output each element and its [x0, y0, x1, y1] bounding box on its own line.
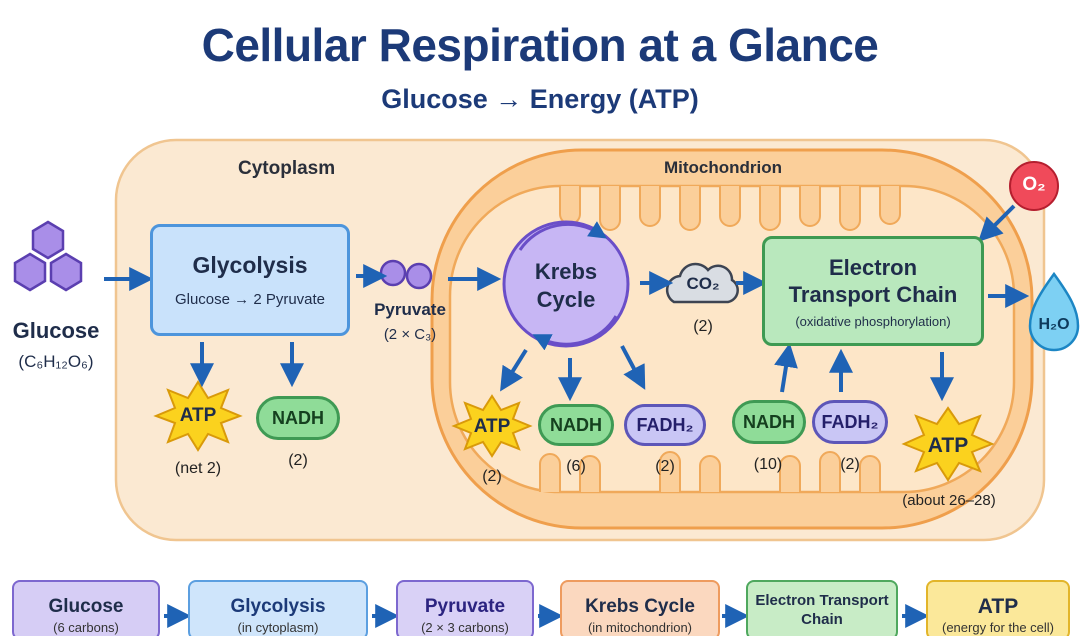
krebs-cycle-title: Krebs Cycle — [520, 258, 612, 314]
glucose-formula: (C₆H₁₂O₆) — [18, 352, 94, 371]
etc-title: Electron Transport Chain — [789, 254, 958, 308]
legend-krebs-sub: (in mitochondrion) — [587, 620, 693, 635]
etc-box: Electron Transport Chain (oxidative phos… — [762, 236, 984, 346]
legend-glucose-title: Glucose — [48, 596, 124, 617]
krebs-atp-count: (2) — [482, 468, 502, 485]
flow-arrows — [104, 204, 1030, 402]
legend-glycolysis-title: Glycolysis — [230, 596, 326, 617]
cristae-bottom — [539, 451, 881, 492]
atp-star-glycolysis-icon — [153, 380, 243, 452]
legend-krebs-cycle: Krebs Cycle (in mitochondrion) — [560, 580, 720, 636]
mitochondrion-label: Mitochondrion — [664, 158, 783, 177]
o2-label: O₂ — [1022, 174, 1046, 195]
etc-atp-label: ATP — [927, 434, 969, 457]
etc-title-line2: Transport Chain — [788, 281, 958, 307]
legend-atp-sub: (energy for the cell) — [942, 620, 1054, 635]
pyruvate-formula: (2 × C₃) — [383, 326, 437, 343]
etc-fadh-count: (2) — [840, 456, 860, 473]
etc-fadh-pill: FADH₂ — [812, 400, 888, 444]
etc-nadh-pill: NADH — [732, 400, 806, 444]
glycolysis-nadh-pill: NADH — [256, 396, 340, 440]
glycolysis-nadh-count: (2) — [288, 452, 308, 469]
etc-note: (oxidative phosphorylation) — [795, 313, 951, 329]
h2o-drop-icon — [1028, 271, 1080, 352]
krebs-nadh-pill: NADH — [538, 404, 614, 446]
page-subtitle: Glucose → Energy (ATP) — [381, 84, 699, 114]
glucose-hexagons-icon — [13, 220, 83, 292]
legend-pyruvate: Pyruvate (2 × 3 carbons) — [396, 580, 534, 636]
h2o-label: H₂O — [1038, 316, 1070, 333]
etc-nadh-count: (10) — [753, 456, 783, 473]
page-title: Cellular Respiration at a Glance — [201, 19, 879, 71]
legend-etc: Electron Transport Chain — [746, 580, 898, 636]
krebs-title-line1: Krebs — [534, 259, 598, 284]
glycolysis-atp-count: (net 2) — [174, 460, 222, 477]
pyruvate-label: Pyruvate — [374, 300, 446, 319]
glycolysis-box: Glycolysis Glucose → 2 Pyruvate — [150, 224, 350, 336]
glucose-label: Glucose — [12, 318, 100, 343]
legend-glycolysis: Glycolysis (in cytoplasm) — [188, 580, 368, 636]
legend-krebs-title: Krebs Cycle — [585, 596, 695, 617]
cristae-top — [559, 186, 901, 231]
glycolysis-title: Glycolysis — [192, 252, 308, 278]
legend-glycolysis-sub: (in cytoplasm) — [237, 620, 319, 635]
glycolysis-reaction: Glucose → 2 Pyruvate — [174, 291, 326, 308]
legend-atp-title: ATP — [977, 595, 1019, 618]
krebs-fadh-pill: FADH₂ — [624, 404, 706, 446]
co2-count: (2) — [693, 318, 713, 335]
legend-etc-title: Electron Transport Chain — [755, 592, 889, 628]
atp-star-krebs-icon — [451, 394, 533, 458]
legend-glucose-sub: (6 carbons) — [53, 620, 119, 635]
krebs-atp-label: ATP — [473, 416, 511, 437]
krebs-fadh-count: (2) — [655, 458, 675, 475]
etc-atp-count: (about 26–28) — [902, 492, 996, 509]
cytoplasm-label: Cytoplasm — [238, 158, 336, 179]
legend-glucose: Glucose (6 carbons) — [12, 580, 160, 636]
etc-title-line1: Electron — [828, 254, 918, 280]
o2-circle-icon — [1009, 161, 1059, 211]
krebs-cycle-icon — [502, 220, 630, 351]
legend-pyruvate-title: Pyruvate — [424, 596, 506, 617]
atp-star-etc-icon — [901, 406, 995, 482]
legend-atp: ATP (energy for the cell) — [926, 580, 1070, 636]
legend-pyruvate-sub: (2 × 3 carbons) — [421, 620, 509, 635]
co2-label: CO₂ — [686, 274, 720, 293]
krebs-nadh-count: (6) — [566, 458, 586, 475]
krebs-title-line2: Cycle — [536, 287, 596, 312]
glycolysis-atp-label: ATP — [179, 405, 217, 426]
